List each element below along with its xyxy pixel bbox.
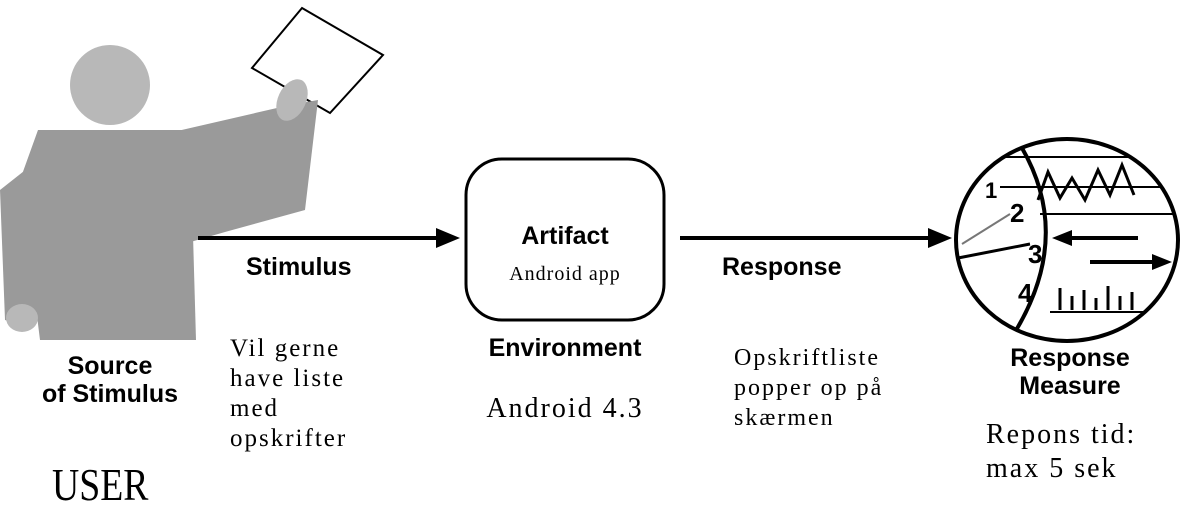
response-line: skærmen [734, 405, 835, 431]
stimulus-line: Vil gerne [230, 335, 341, 362]
raised-arm-shape [160, 100, 318, 245]
stimulus-arrow [198, 228, 460, 248]
response-measure-line: max 5 sek [986, 453, 1118, 484]
response-measure-label: Response Measure [970, 344, 1170, 400]
dial-number-3: 3 [1028, 239, 1042, 269]
paper-sheet-icon [250, 6, 385, 115]
environment-label: Environment [488, 334, 642, 362]
environment-value: Android 4.3 [486, 393, 644, 424]
hand-shape [276, 79, 308, 121]
dial-number-1: 1 [985, 178, 997, 203]
response-line: popper op på [734, 375, 884, 401]
lower-arm-shape [0, 160, 40, 325]
gauge-needle-thin [961, 213, 1011, 245]
stimulus-label: Stimulus [246, 253, 352, 281]
response-label: Response [722, 253, 842, 281]
response-measure-line1: Response [1010, 344, 1130, 372]
stimulus-line: med [230, 395, 280, 422]
response-arrow [680, 228, 952, 248]
signal-zigzag-icon [1036, 160, 1136, 204]
gauge-needle [957, 242, 1031, 260]
left-arrow-icon [1052, 230, 1138, 246]
torso-shape [20, 130, 196, 340]
stimulus-line: have liste [230, 365, 346, 392]
source-value: USER [52, 459, 149, 510]
stimulus-description: Vil gerne have liste med opskrifter [230, 334, 347, 454]
response-description: Opskriftliste popper op på skærmen [734, 343, 883, 433]
source-label-line1: Source [67, 352, 153, 380]
response-line: Opskriftliste [734, 345, 880, 371]
head-shape [70, 45, 150, 125]
response-measure-line2: Measure [1019, 372, 1121, 400]
response-measure-description: Repons tid: max 5 sek [986, 418, 1136, 486]
stimulus-line: opskrifter [230, 425, 348, 452]
user-figure-icon [0, 6, 385, 340]
source-label-line2: of Stimulus [41, 380, 179, 408]
dial-number-2: 2 [1010, 198, 1024, 228]
dial-number-4: 4 [1018, 278, 1033, 308]
artifact-box [464, 157, 666, 322]
bar-ticks-icon [1058, 286, 1134, 310]
response-measure-line: Repons tid: [986, 419, 1137, 450]
response-measure-dial-icon: 1 2 3 4 [954, 137, 1180, 343]
source-label: Source of Stimulus [10, 352, 210, 408]
lower-hand-shape [6, 304, 38, 332]
artifact-label: Artifact [521, 222, 609, 250]
right-arrow-icon [1090, 254, 1172, 270]
artifact-value: Android app [509, 263, 621, 285]
